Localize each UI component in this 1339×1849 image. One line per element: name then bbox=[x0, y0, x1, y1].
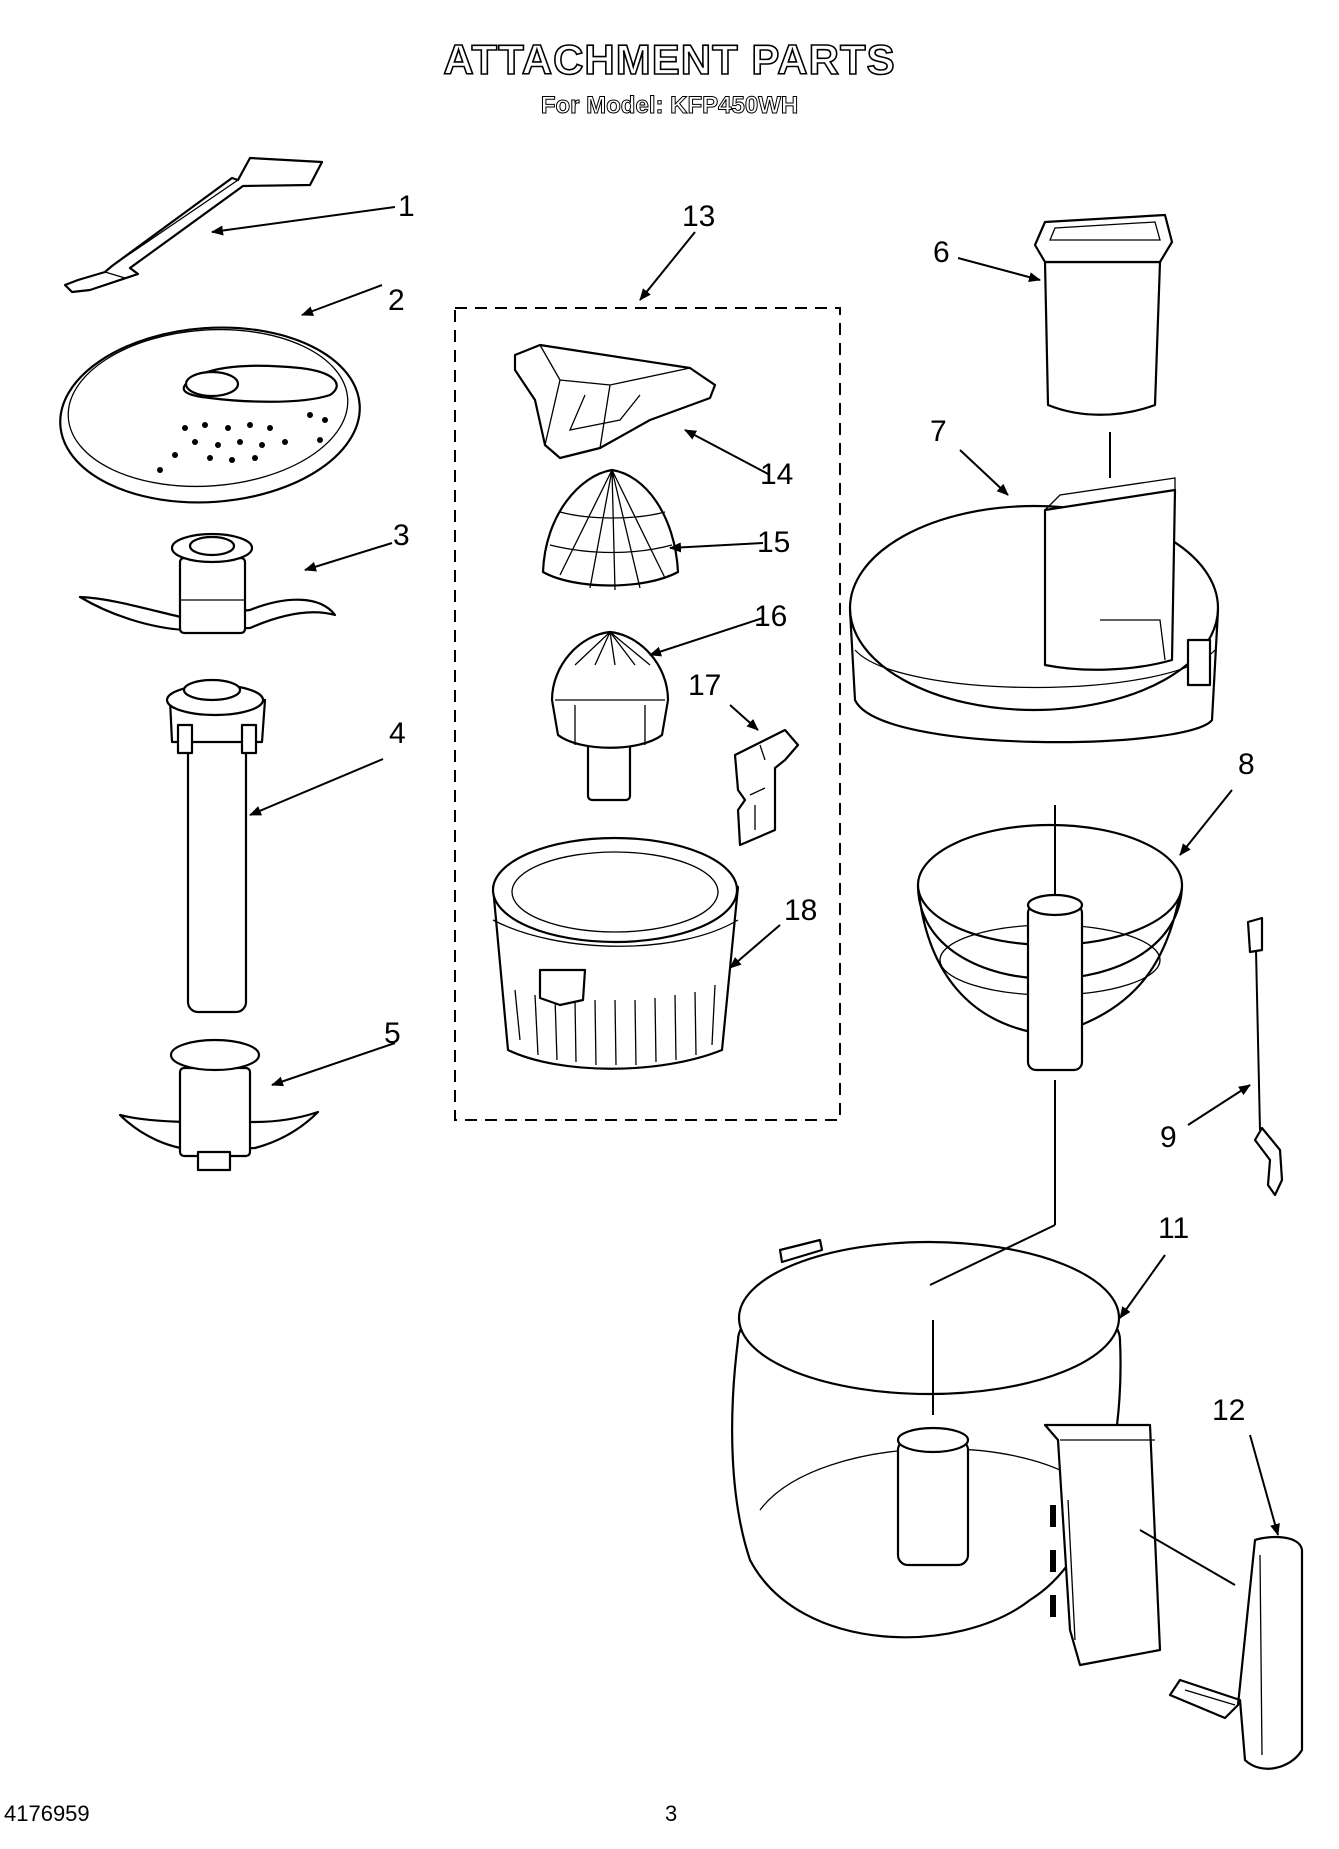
label-part-3: 3 bbox=[393, 519, 410, 552]
part-1-spatula bbox=[63, 156, 396, 294]
label-part-17: 17 bbox=[688, 669, 721, 702]
part-11-work-bowl bbox=[731, 1224, 1166, 1667]
label-part-1: 1 bbox=[398, 190, 415, 223]
label-part-11: 11 bbox=[1158, 1212, 1189, 1245]
page-title: ATTACHMENT PARTS bbox=[443, 35, 896, 84]
part-13-juicer-kit bbox=[454, 231, 841, 1121]
label-part-12: 12 bbox=[1212, 1394, 1245, 1427]
label-part-13: 13 bbox=[682, 200, 715, 233]
part-12-handle-cover bbox=[1139, 1434, 1304, 1770]
part-17-clip bbox=[729, 704, 800, 847]
label-part-2: 2 bbox=[388, 284, 405, 317]
part-2-shredding-disc bbox=[59, 284, 383, 504]
label-part-7: 7 bbox=[930, 415, 947, 448]
label-part-16: 16 bbox=[754, 600, 787, 633]
model-subtitle: For Model: KFP450WH bbox=[540, 92, 799, 120]
part-18-strainer-basket bbox=[491, 836, 781, 1070]
part-6-food-pusher bbox=[957, 213, 1174, 416]
part-4-drive-shaft bbox=[165, 678, 384, 1014]
label-part-14: 14 bbox=[760, 458, 793, 491]
label-part-18: 18 bbox=[784, 894, 817, 927]
part-3-mini-blade bbox=[78, 532, 393, 635]
part-9-interlock-rod bbox=[1187, 916, 1284, 1197]
label-part-4: 4 bbox=[389, 717, 406, 750]
part-7-bowl-cover bbox=[848, 432, 1220, 744]
label-part-8: 8 bbox=[1238, 748, 1255, 781]
part-16-reamer-small bbox=[550, 617, 764, 802]
label-part-5: 5 bbox=[384, 1017, 401, 1050]
part-5-blade bbox=[118, 1038, 396, 1172]
page-number: 3 bbox=[665, 1801, 678, 1826]
part-14-juicer-cover bbox=[513, 343, 771, 476]
part-8-bowl-insert bbox=[916, 789, 1233, 1225]
label-part-15: 15 bbox=[757, 526, 790, 559]
label-part-9: 9 bbox=[1160, 1121, 1177, 1154]
document-number: 4176959 bbox=[4, 1801, 90, 1826]
label-part-6: 6 bbox=[933, 236, 950, 269]
part-15-reamer-large bbox=[541, 468, 764, 591]
